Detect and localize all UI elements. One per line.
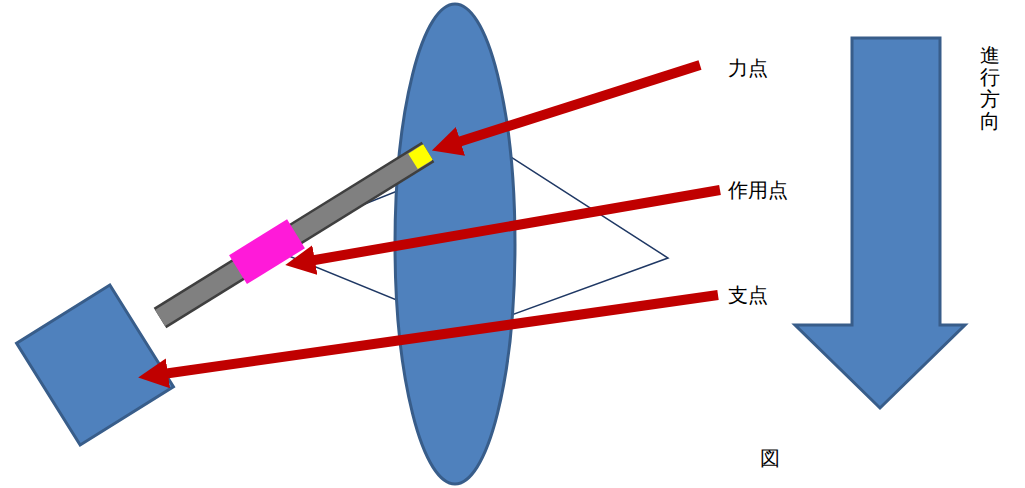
direction-label: 進行方向	[980, 44, 1000, 132]
figure-label: 図	[760, 446, 780, 470]
magenta-band	[238, 234, 296, 270]
rod-tip	[413, 152, 428, 161]
leader-arrow	[449, 65, 700, 145]
point-label: 支点	[728, 283, 768, 307]
leader-arrow	[156, 295, 718, 375]
direction-arrow	[795, 38, 965, 408]
point-label: 力点	[728, 56, 768, 80]
rod	[160, 153, 427, 318]
point-label: 作用点	[728, 178, 788, 202]
leader-arrow	[303, 190, 720, 262]
handle-block	[17, 285, 174, 445]
rod-outline	[160, 152, 428, 318]
